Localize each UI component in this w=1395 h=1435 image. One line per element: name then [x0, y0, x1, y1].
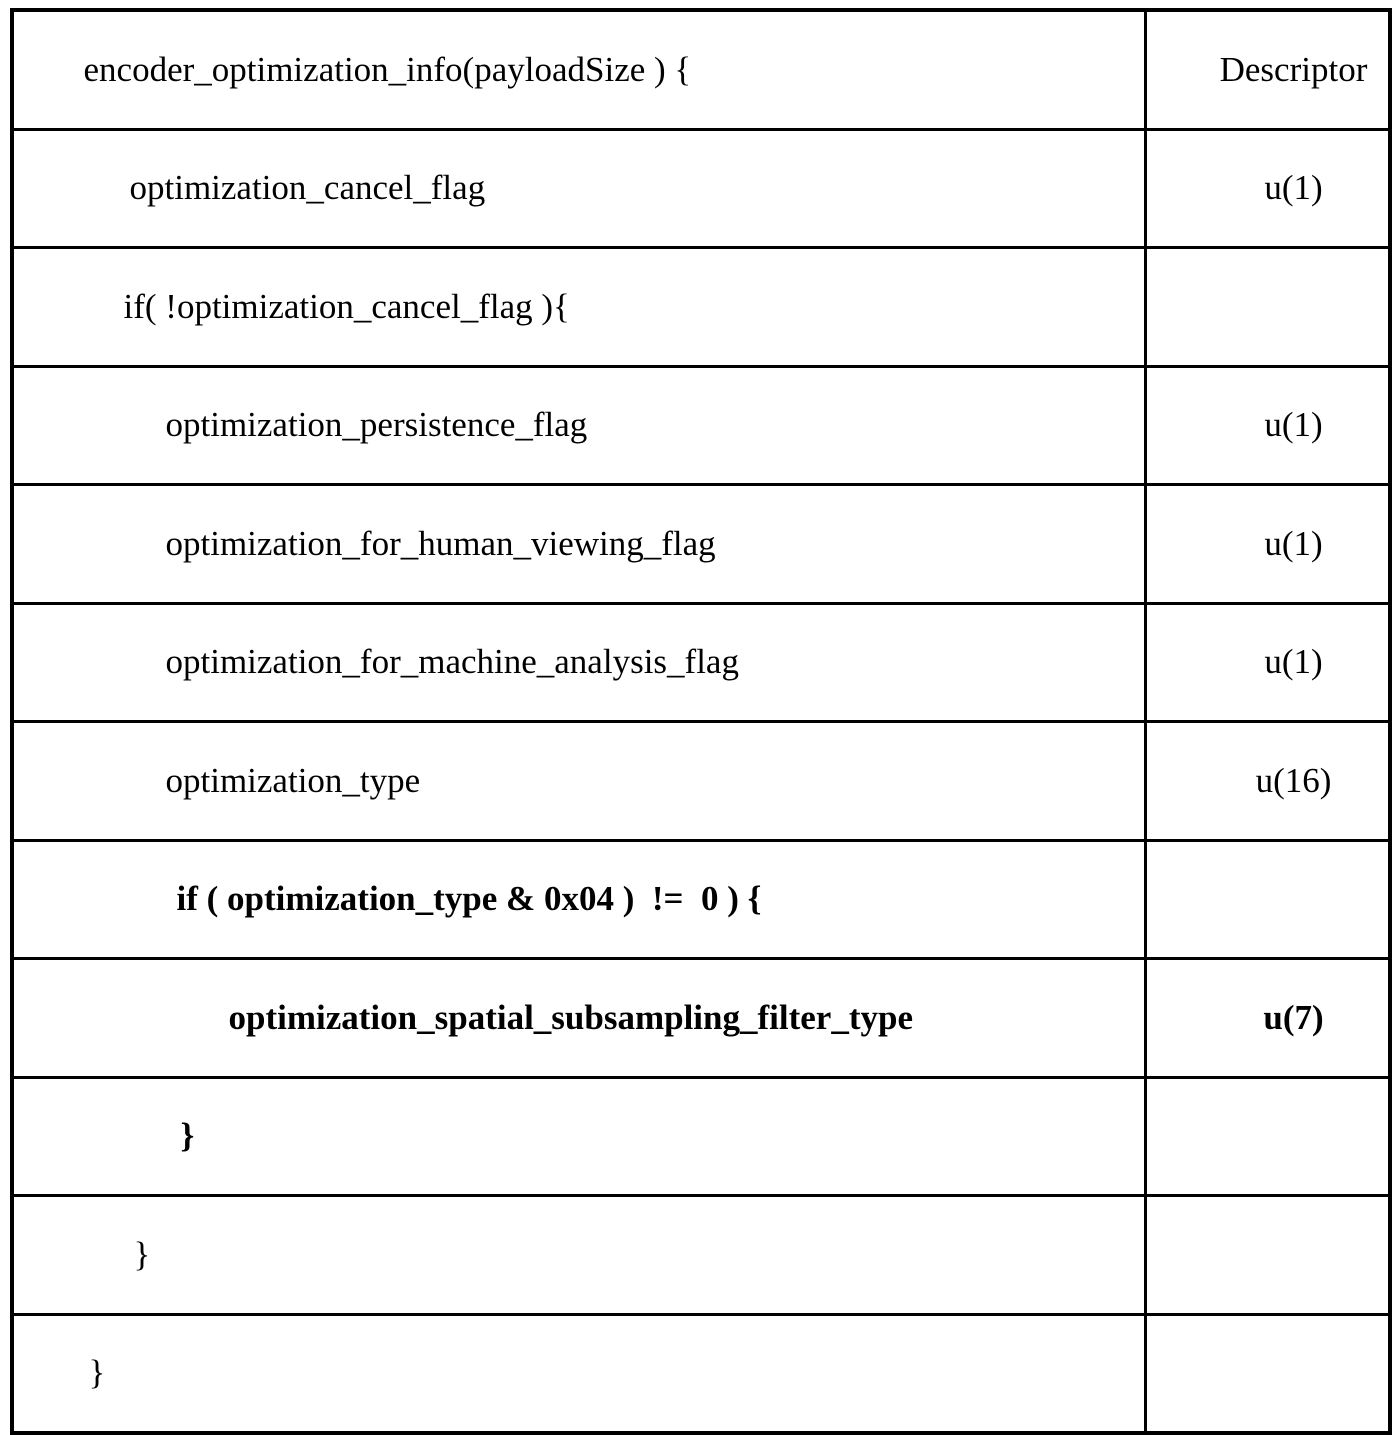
descriptor-text: Descriptor: [1219, 49, 1368, 89]
syntax-text: }: [133, 1234, 151, 1274]
syntax-text: optimization_spatial_subsampling_filter_…: [228, 997, 913, 1037]
syntax-cell: encoder_optimization_info(payloadSize ) …: [10, 8, 1147, 131]
syntax-text: optimization_for_human_viewing_flag: [165, 523, 716, 563]
syntax-text: if( !optimization_cancel_flag ){: [123, 286, 570, 326]
syntax-text: }: [180, 1116, 195, 1155]
descriptor-cell: [1143, 1194, 1392, 1316]
syntax-cell: }: [10, 1194, 1147, 1316]
syntax-cell: optimization_type: [10, 720, 1147, 842]
syntax-text: optimization_for_machine_analysis_flag: [165, 642, 739, 681]
syntax-cell: optimization_cancel_flag: [10, 127, 1147, 249]
table-row: optimization_type u(16): [10, 720, 1392, 842]
table-row: if( !optimization_cancel_flag ){: [10, 246, 1392, 368]
table-row: }: [10, 1075, 1392, 1197]
syntax-text: if ( optimization_type & 0x04 ) != 0 ) {: [176, 879, 762, 918]
syntax-cell: optimization_for_machine_analysis_flag: [10, 601, 1147, 723]
table-row: optimization_persistence_flag u(1): [10, 364, 1392, 486]
syntax-cell: if ( optimization_type & 0x04 ) != 0 ) {: [10, 838, 1147, 960]
descriptor-text: u(1): [1264, 405, 1323, 444]
descriptor-text: u(1): [1264, 168, 1323, 207]
syntax-table: encoder_optimization_info(payloadSize ) …: [10, 8, 1392, 1435]
syntax-text: encoder_optimization_info(payloadSize ) …: [83, 49, 692, 89]
document-page: encoder_optimization_info(payloadSize ) …: [10, 8, 1392, 1435]
table-row: optimization_cancel_flag u(1): [10, 127, 1392, 249]
descriptor-text: u(16): [1255, 760, 1332, 800]
syntax-text: optimization_persistence_flag: [165, 405, 588, 444]
table-row: }: [10, 1312, 1392, 1435]
descriptor-cell: [1143, 1075, 1392, 1197]
descriptor-cell: [1143, 1312, 1392, 1435]
descriptor-cell: u(16): [1143, 720, 1392, 842]
descriptor-cell: u(1): [1143, 364, 1392, 486]
table-row: optimization_for_human_viewing_flag u(1): [10, 483, 1392, 605]
table-row: }: [10, 1194, 1392, 1316]
syntax-cell: optimization_spatial_subsampling_filter_…: [10, 957, 1147, 1079]
descriptor-cell: Descriptor: [1143, 8, 1392, 131]
syntax-cell: optimization_persistence_flag: [10, 364, 1147, 486]
descriptor-cell: u(1): [1143, 483, 1392, 605]
descriptor-cell: [1143, 246, 1392, 368]
descriptor-text: u(1): [1264, 523, 1323, 563]
syntax-text: optimization_cancel_flag: [129, 168, 486, 207]
syntax-cell: optimization_for_human_viewing_flag: [10, 483, 1147, 605]
syntax-table-body: encoder_optimization_info(payloadSize ) …: [10, 8, 1392, 1435]
descriptor-cell: u(7): [1143, 957, 1392, 1079]
syntax-text: optimization_type: [165, 760, 421, 800]
descriptor-text: u(7): [1263, 997, 1324, 1037]
descriptor-cell: u(1): [1143, 127, 1392, 249]
descriptor-cell: [1143, 838, 1392, 960]
descriptor-cell: u(1): [1143, 601, 1392, 723]
table-row: optimization_spatial_subsampling_filter_…: [10, 957, 1392, 1079]
table-row: encoder_optimization_info(payloadSize ) …: [10, 8, 1392, 131]
syntax-cell: if( !optimization_cancel_flag ){: [10, 246, 1147, 368]
syntax-cell: }: [10, 1075, 1147, 1197]
syntax-text: }: [88, 1353, 106, 1392]
table-row: optimization_for_machine_analysis_flag u…: [10, 601, 1392, 723]
descriptor-text: u(1): [1264, 642, 1323, 681]
table-row: if ( optimization_type & 0x04 ) != 0 ) {: [10, 838, 1392, 960]
syntax-cell: }: [10, 1312, 1147, 1435]
